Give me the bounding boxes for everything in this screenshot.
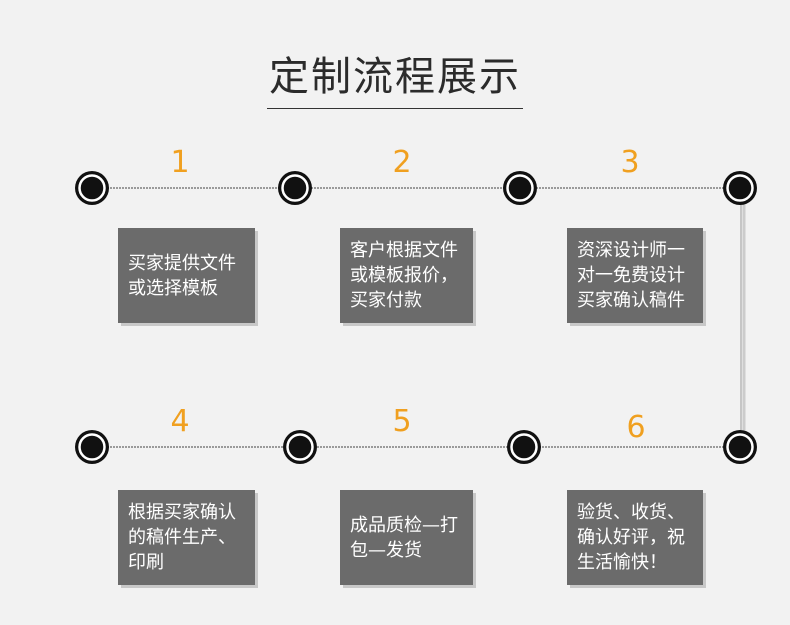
step-number-6: 6 bbox=[626, 410, 646, 445]
step-number-2: 2 bbox=[392, 145, 412, 180]
node-2a bbox=[75, 430, 109, 464]
node-1c bbox=[503, 171, 537, 205]
page-title-text: 定制流程展示 bbox=[267, 44, 523, 109]
node-1b bbox=[278, 171, 312, 205]
node-2c bbox=[507, 430, 541, 464]
page-title: 定制流程展示 bbox=[0, 44, 790, 109]
step-box-3: 资深设计师一 对一免费设计 买家确认稿件 bbox=[567, 228, 703, 323]
step-box-4: 根据买家确认 的稿件生产、 印刷 bbox=[118, 490, 255, 585]
step-number-1: 1 bbox=[170, 145, 190, 180]
node-1a bbox=[75, 171, 109, 205]
step-number-3: 3 bbox=[620, 145, 640, 180]
node-2b bbox=[283, 430, 317, 464]
step-box-1: 买家提供文件 或选择模板 bbox=[118, 228, 255, 323]
node-2d bbox=[723, 430, 757, 464]
step-box-5: 成品质检—打 包—发货 bbox=[340, 490, 473, 585]
node-1d bbox=[723, 171, 757, 205]
step-number-5: 5 bbox=[392, 404, 412, 439]
step-box-2: 客户根据文件 或模板报价， 买家付款 bbox=[340, 228, 473, 323]
step-number-4: 4 bbox=[170, 404, 190, 439]
step-box-6: 验货、收货、 确认好评，祝 生活愉快！ bbox=[567, 490, 703, 585]
